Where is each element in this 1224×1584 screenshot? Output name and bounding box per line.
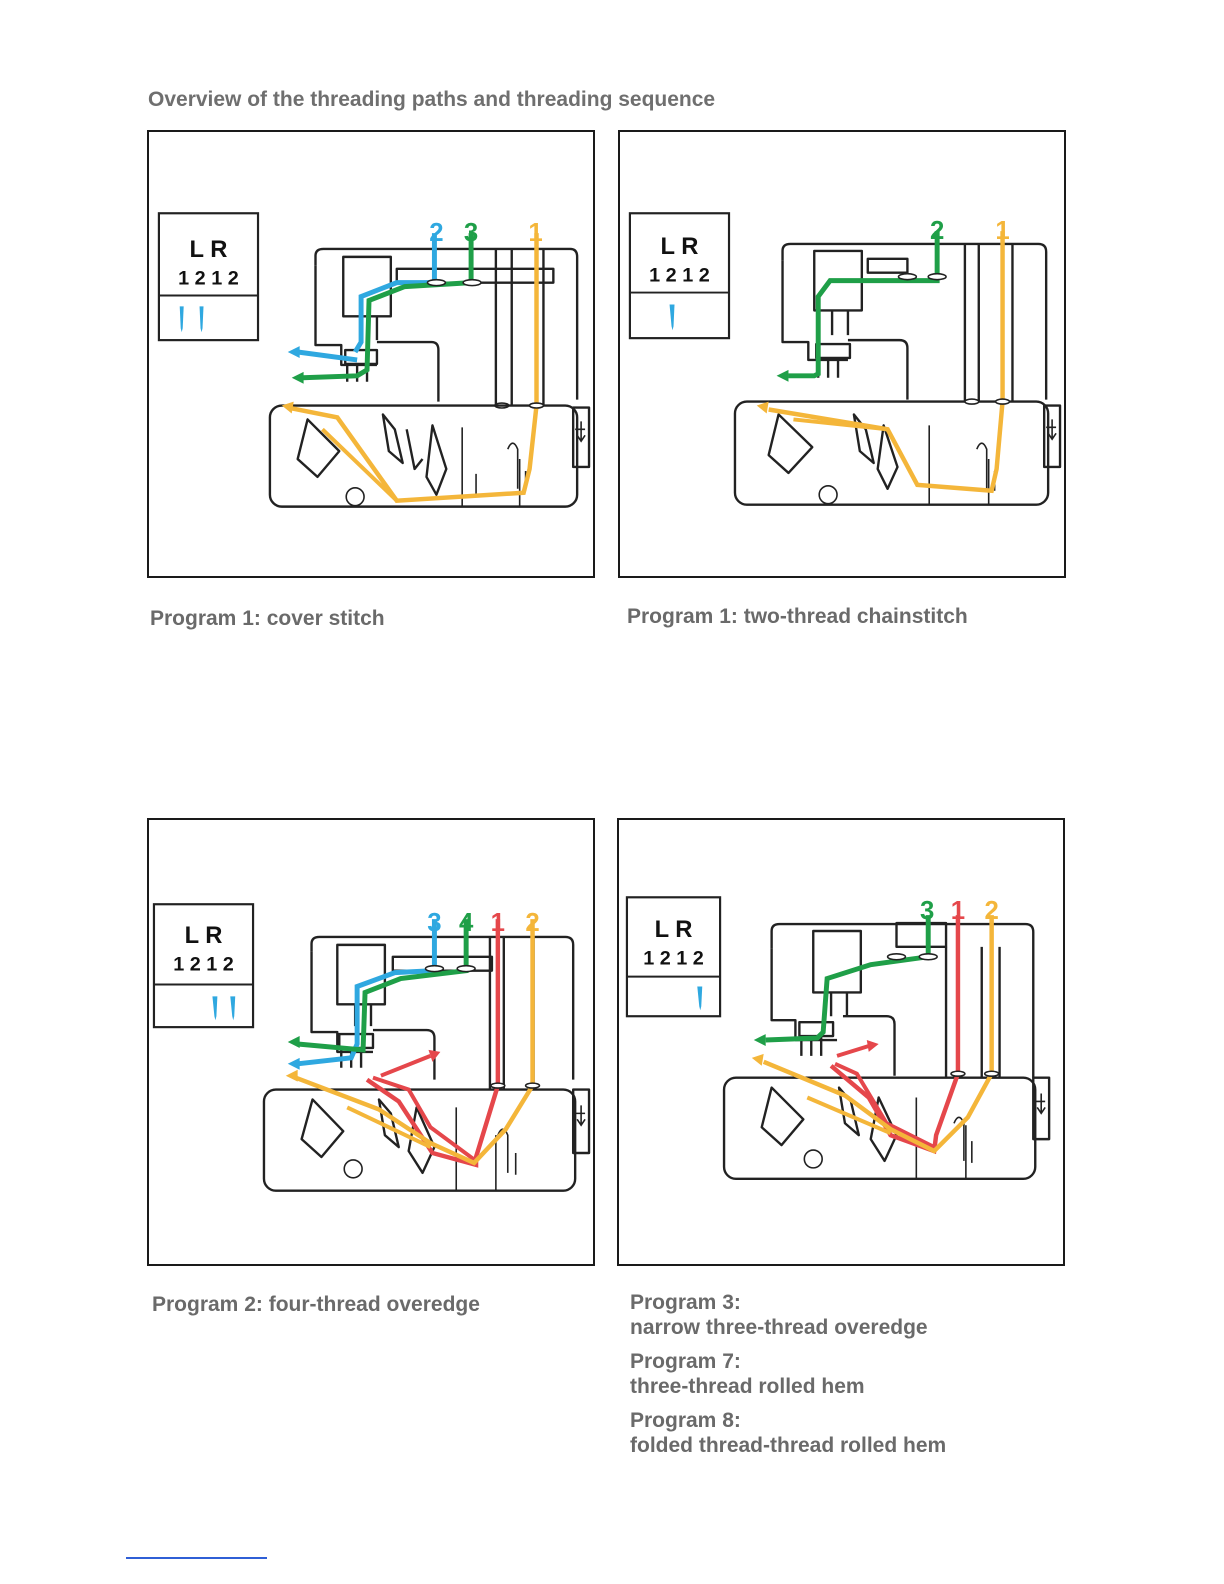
- caption-line: Program 1: two-thread chainstitch: [627, 605, 968, 628]
- needle-position-box: L R 1 2 1 2: [628, 212, 731, 340]
- thread-paths: [285, 919, 541, 1168]
- caption-line: Program 2: four-thread overedge: [152, 1293, 480, 1316]
- thread-paths: [756, 231, 1011, 494]
- thread-label: 1: [491, 909, 505, 937]
- thread-label: 4: [459, 909, 474, 937]
- needle-icon: [230, 996, 236, 1021]
- caption-line: folded thread-thread rolled hem: [630, 1434, 947, 1457]
- needle-box-numbers: 1 2 1 2: [173, 954, 234, 976]
- needle-position-box: L R 1 2 1 2: [157, 212, 260, 342]
- needle-box-numbers: 1 2 1 2: [178, 268, 239, 290]
- thread-label: 3: [920, 897, 934, 925]
- page-title: Overview of the threading paths and thre…: [148, 88, 716, 111]
- caption-two-thread-chainstitch: Program 1: two-thread chainstitch: [627, 604, 968, 629]
- needle-icon: [212, 996, 218, 1021]
- needle-box-header: L R: [190, 236, 228, 263]
- serger-outline: [268, 247, 591, 508]
- needle-icon: [697, 986, 703, 1011]
- threading-diagram-cover-stitch: L R 1 2 1 2: [147, 130, 595, 578]
- caption-four-thread-overedge: Program 2: four-thread overedge: [152, 1292, 480, 1317]
- caption-line: Program 8:: [630, 1409, 741, 1432]
- threading-diagram-two-thread-chainstitch: L R 1 2 1 2: [618, 130, 1066, 578]
- thread-label: 1: [951, 897, 965, 925]
- needle-box-numbers: 1 2 1 2: [649, 265, 710, 287]
- needle-box-header: L R: [655, 916, 693, 943]
- thread-label: 1: [995, 217, 1009, 245]
- caption-line: Program 1: cover stitch: [150, 607, 385, 630]
- caption-line: Program 3:: [630, 1291, 741, 1314]
- needle-icon: [199, 306, 204, 333]
- caption-entry: Program 3: narrow three-thread overedge: [630, 1290, 946, 1340]
- thread-label: 1: [528, 219, 542, 247]
- thread-label: 2: [429, 219, 443, 247]
- caption-line: Program 7:: [630, 1350, 741, 1373]
- needle-icon: [179, 306, 184, 333]
- thread-label: 2: [984, 897, 998, 925]
- needle-icon: [669, 304, 675, 331]
- thread-paths: [751, 915, 1000, 1155]
- needle-box-header: L R: [661, 233, 699, 260]
- thread-label: 2: [930, 217, 944, 245]
- thread-label: 2: [525, 909, 539, 937]
- threading-diagram-four-thread-overedge: L R 1 2 1 2: [147, 818, 595, 1266]
- thread-label: 3: [464, 219, 478, 247]
- needle-position-box: L R 1 2 1 2: [625, 896, 722, 1018]
- caption-cover-stitch: Program 1: cover stitch: [150, 606, 385, 631]
- caption-line: three-thread rolled hem: [630, 1375, 865, 1398]
- caption-entry: Program 8: folded thread-thread rolled h…: [630, 1408, 946, 1458]
- thread-label: 3: [427, 909, 441, 937]
- caption-entry: Program 7: three-thread rolled hem: [630, 1349, 946, 1399]
- thread-paths: [281, 233, 545, 503]
- threading-diagram-three-thread-overedge: L R 1 2 1 2: [617, 818, 1065, 1266]
- caption-three-thread-programs: Program 3: narrow three-thread overedge …: [630, 1290, 946, 1467]
- needle-position-box: L R 1 2 1 2: [152, 903, 255, 1029]
- needle-box-numbers: 1 2 1 2: [643, 948, 704, 970]
- footnote-rule: [126, 1557, 267, 1559]
- caption-line: narrow three-thread overedge: [630, 1316, 928, 1339]
- needle-box-header: L R: [185, 922, 223, 949]
